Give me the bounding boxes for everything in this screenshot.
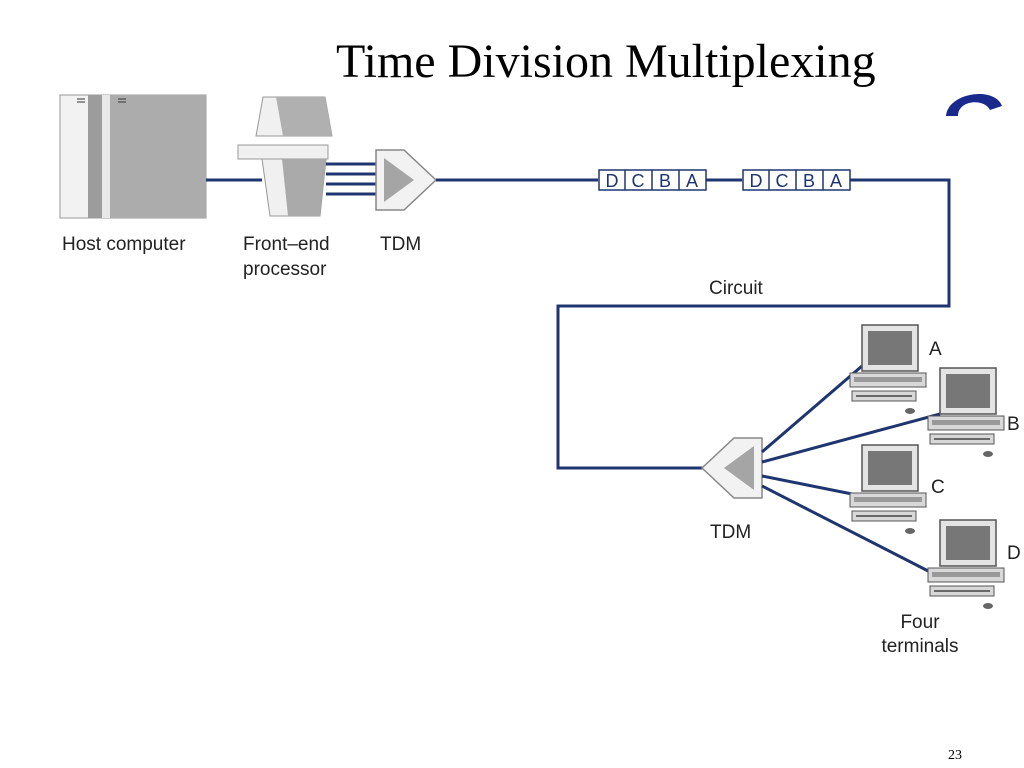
host-computer-icon bbox=[59, 94, 207, 219]
terminal-d-icon bbox=[927, 519, 1005, 609]
terminal-d-label: D bbox=[1007, 543, 1021, 564]
front-end-label-line2: processor bbox=[243, 259, 327, 280]
circuit-label: Circuit bbox=[709, 278, 764, 299]
tdm-left-icon bbox=[375, 149, 438, 211]
fep-tdm-lines bbox=[326, 162, 376, 196]
terminal-a-label: A bbox=[929, 339, 942, 360]
four-terminals-label-line2: terminals bbox=[881, 636, 958, 657]
frame-1: D C B A bbox=[598, 169, 707, 191]
terminal-c-icon bbox=[849, 444, 927, 534]
slide-title: Time Division Multiplexing bbox=[336, 35, 876, 88]
terminal-b-label: B bbox=[1007, 414, 1020, 435]
frame-cell: B bbox=[803, 171, 815, 191]
tdm-left-label: TDM bbox=[380, 234, 421, 255]
frame-cell: D bbox=[750, 171, 763, 191]
tdm-right-icon bbox=[700, 437, 763, 499]
tdm-right-label: TDM bbox=[710, 522, 751, 543]
frame-cell: C bbox=[632, 171, 645, 191]
front-end-label-line1: Front–end bbox=[243, 234, 330, 255]
terminal-b-icon bbox=[927, 367, 1005, 457]
front-end-processor-icon bbox=[237, 96, 333, 217]
frame-cell: C bbox=[776, 171, 789, 191]
page-number: 23 bbox=[948, 748, 962, 763]
frame-cell: A bbox=[830, 171, 842, 191]
terminal-a-icon bbox=[849, 324, 927, 414]
host-computer-label: Host computer bbox=[62, 234, 186, 255]
frame-cell: D bbox=[606, 171, 619, 191]
terminal-c-label: C bbox=[931, 477, 945, 498]
tdm-terminal-lines bbox=[761, 364, 941, 576]
circuit-line bbox=[436, 178, 951, 470]
frame-cell: A bbox=[686, 171, 698, 191]
frame-2: D C B A bbox=[742, 169, 851, 191]
logo-icon bbox=[946, 93, 1002, 116]
frame-cell: B bbox=[659, 171, 671, 191]
four-terminals-label-line1: Four bbox=[900, 612, 940, 633]
